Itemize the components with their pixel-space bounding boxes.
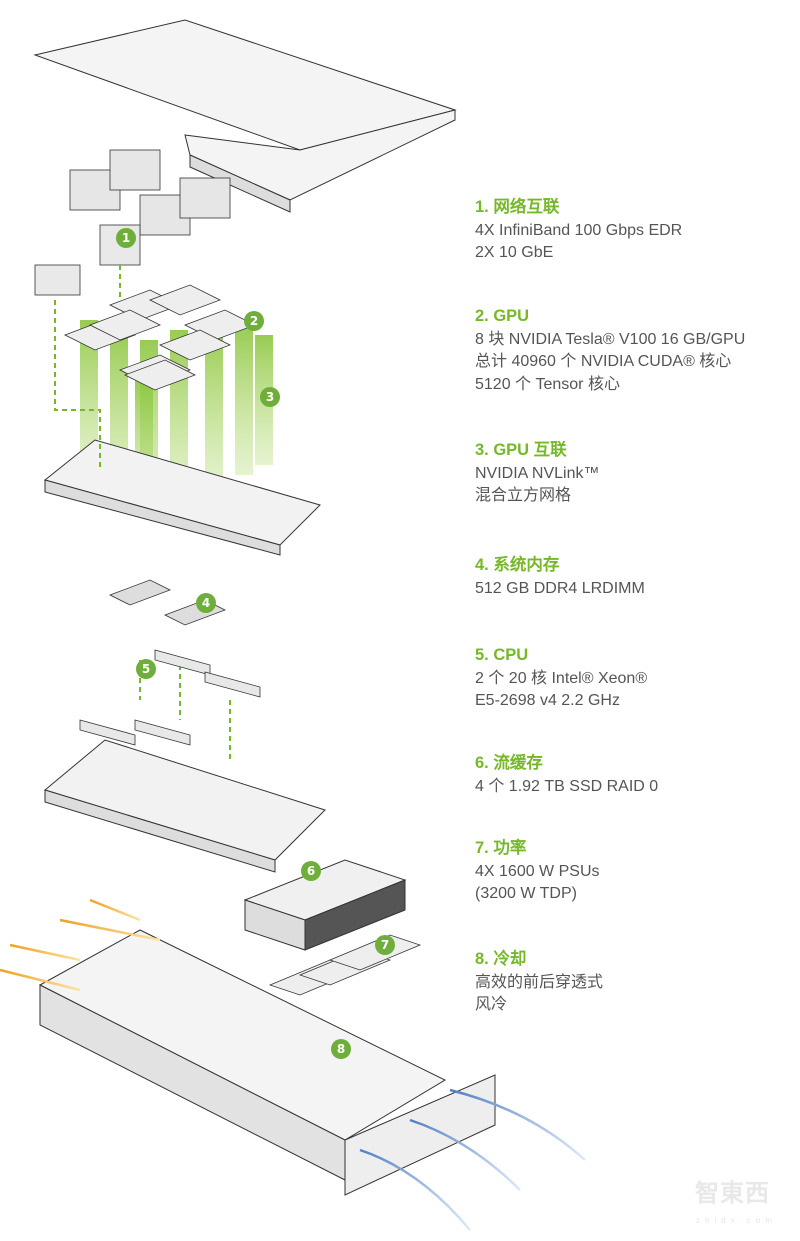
watermark-url: zhidx.com xyxy=(696,1216,778,1225)
badge-5: 5 xyxy=(136,659,156,679)
spec-line: 4 个 1.92 TB SSD RAID 0 xyxy=(475,777,659,795)
spec-line: 4X 1600 W PSUs xyxy=(475,862,600,880)
badge-1: 1 xyxy=(116,228,136,248)
spec-line: 高效的前后穿透式 xyxy=(475,973,604,991)
spec-line: 512 GB DDR4 LRDIMM xyxy=(475,579,645,597)
svg-text:6: 6 xyxy=(307,864,315,878)
spec-title: 2. GPU xyxy=(475,307,530,325)
airflow-arrows xyxy=(0,898,586,1231)
svg-text:3: 3 xyxy=(266,390,274,404)
spec-line: 总计 40960 个 NVIDIA CUDA® 核心 xyxy=(475,353,732,370)
spec-line: 8 块 NVIDIA Tesla® V100 16 GB/GPU xyxy=(475,330,746,348)
gpu-modules xyxy=(64,284,256,391)
spec-title: 1. 网络互联 xyxy=(475,198,560,216)
badge-2: 2 xyxy=(244,311,264,331)
spec-gpu-interconnect: 3. GPU 互联 NVIDIA NVLink™ 混合立方网格 xyxy=(475,439,795,508)
spec-line: 风冷 xyxy=(475,996,508,1013)
heatsinks xyxy=(69,149,231,236)
spec-title: 3. GPU 互联 xyxy=(475,441,567,459)
spec-networking: 1. 网络互联 4X InfiniBand 100 Gbps EDR 2X 10… xyxy=(475,196,795,265)
spec-cooling: 8. 冷却 高效的前后穿透式 风冷 xyxy=(475,948,795,1017)
spec-title: 5. CPU xyxy=(475,646,529,664)
dimm-modules xyxy=(79,649,261,746)
motherboard-tray xyxy=(43,739,326,873)
gpu-tray xyxy=(43,439,321,556)
spec-storage: 6. 流缓存 4 个 1.92 TB SSD RAID 0 xyxy=(475,752,795,798)
watermark-logo: 智東西 xyxy=(695,1180,770,1207)
chassis xyxy=(38,929,496,1196)
spec-title: 8. 冷却 xyxy=(475,950,527,968)
callout-badges: 1 2 3 4 5 6 7 8 xyxy=(116,228,395,1059)
spec-line: NVIDIA NVLink™ xyxy=(475,464,600,482)
svg-text:1: 1 xyxy=(122,231,130,245)
svg-text:7: 7 xyxy=(381,938,389,952)
spec-line: 混合立方网格 xyxy=(475,487,572,504)
spec-gpu: 2. GPU 8 块 NVIDIA Tesla® V100 16 GB/GPU … xyxy=(475,305,795,396)
spec-title: 6. 流缓存 xyxy=(475,754,543,772)
badge-4: 4 xyxy=(196,593,216,613)
spec-cpu: 5. CPU 2 个 20 核 Intel® Xeon® E5-2698 v4 … xyxy=(475,644,795,713)
svg-text:2: 2 xyxy=(250,314,258,328)
spec-line: E5-2698 v4 2.2 GHz xyxy=(475,692,620,709)
spec-line: 2X 10 GbE xyxy=(475,244,554,261)
spec-line: (3200 W TDP) xyxy=(475,885,577,902)
svg-text:4: 4 xyxy=(202,596,210,610)
top-cover xyxy=(33,19,457,213)
svg-text:8: 8 xyxy=(337,1042,345,1056)
ssd-cage xyxy=(243,859,407,951)
spec-line: 4X InfiniBand 100 Gbps EDR xyxy=(475,221,683,239)
connection-lines xyxy=(54,265,231,760)
spec-title: 7. 功率 xyxy=(475,839,527,857)
spec-title: 4. 系统内存 xyxy=(475,556,560,574)
badge-7: 7 xyxy=(375,935,395,955)
badge-6: 6 xyxy=(301,861,321,881)
spec-line: 2 个 20 核 Intel® Xeon® xyxy=(475,669,648,687)
spec-memory: 4. 系统内存 512 GB DDR4 LRDIMM xyxy=(475,554,795,600)
svg-text:5: 5 xyxy=(142,662,150,676)
badge-8: 8 xyxy=(331,1039,351,1059)
spec-line: 5120 个 Tensor 核心 xyxy=(475,375,620,393)
badge-3: 3 xyxy=(260,387,280,407)
spec-power: 7. 功率 4X 1600 W PSUs (3200 W TDP) xyxy=(475,837,795,906)
power-supplies xyxy=(268,934,422,996)
